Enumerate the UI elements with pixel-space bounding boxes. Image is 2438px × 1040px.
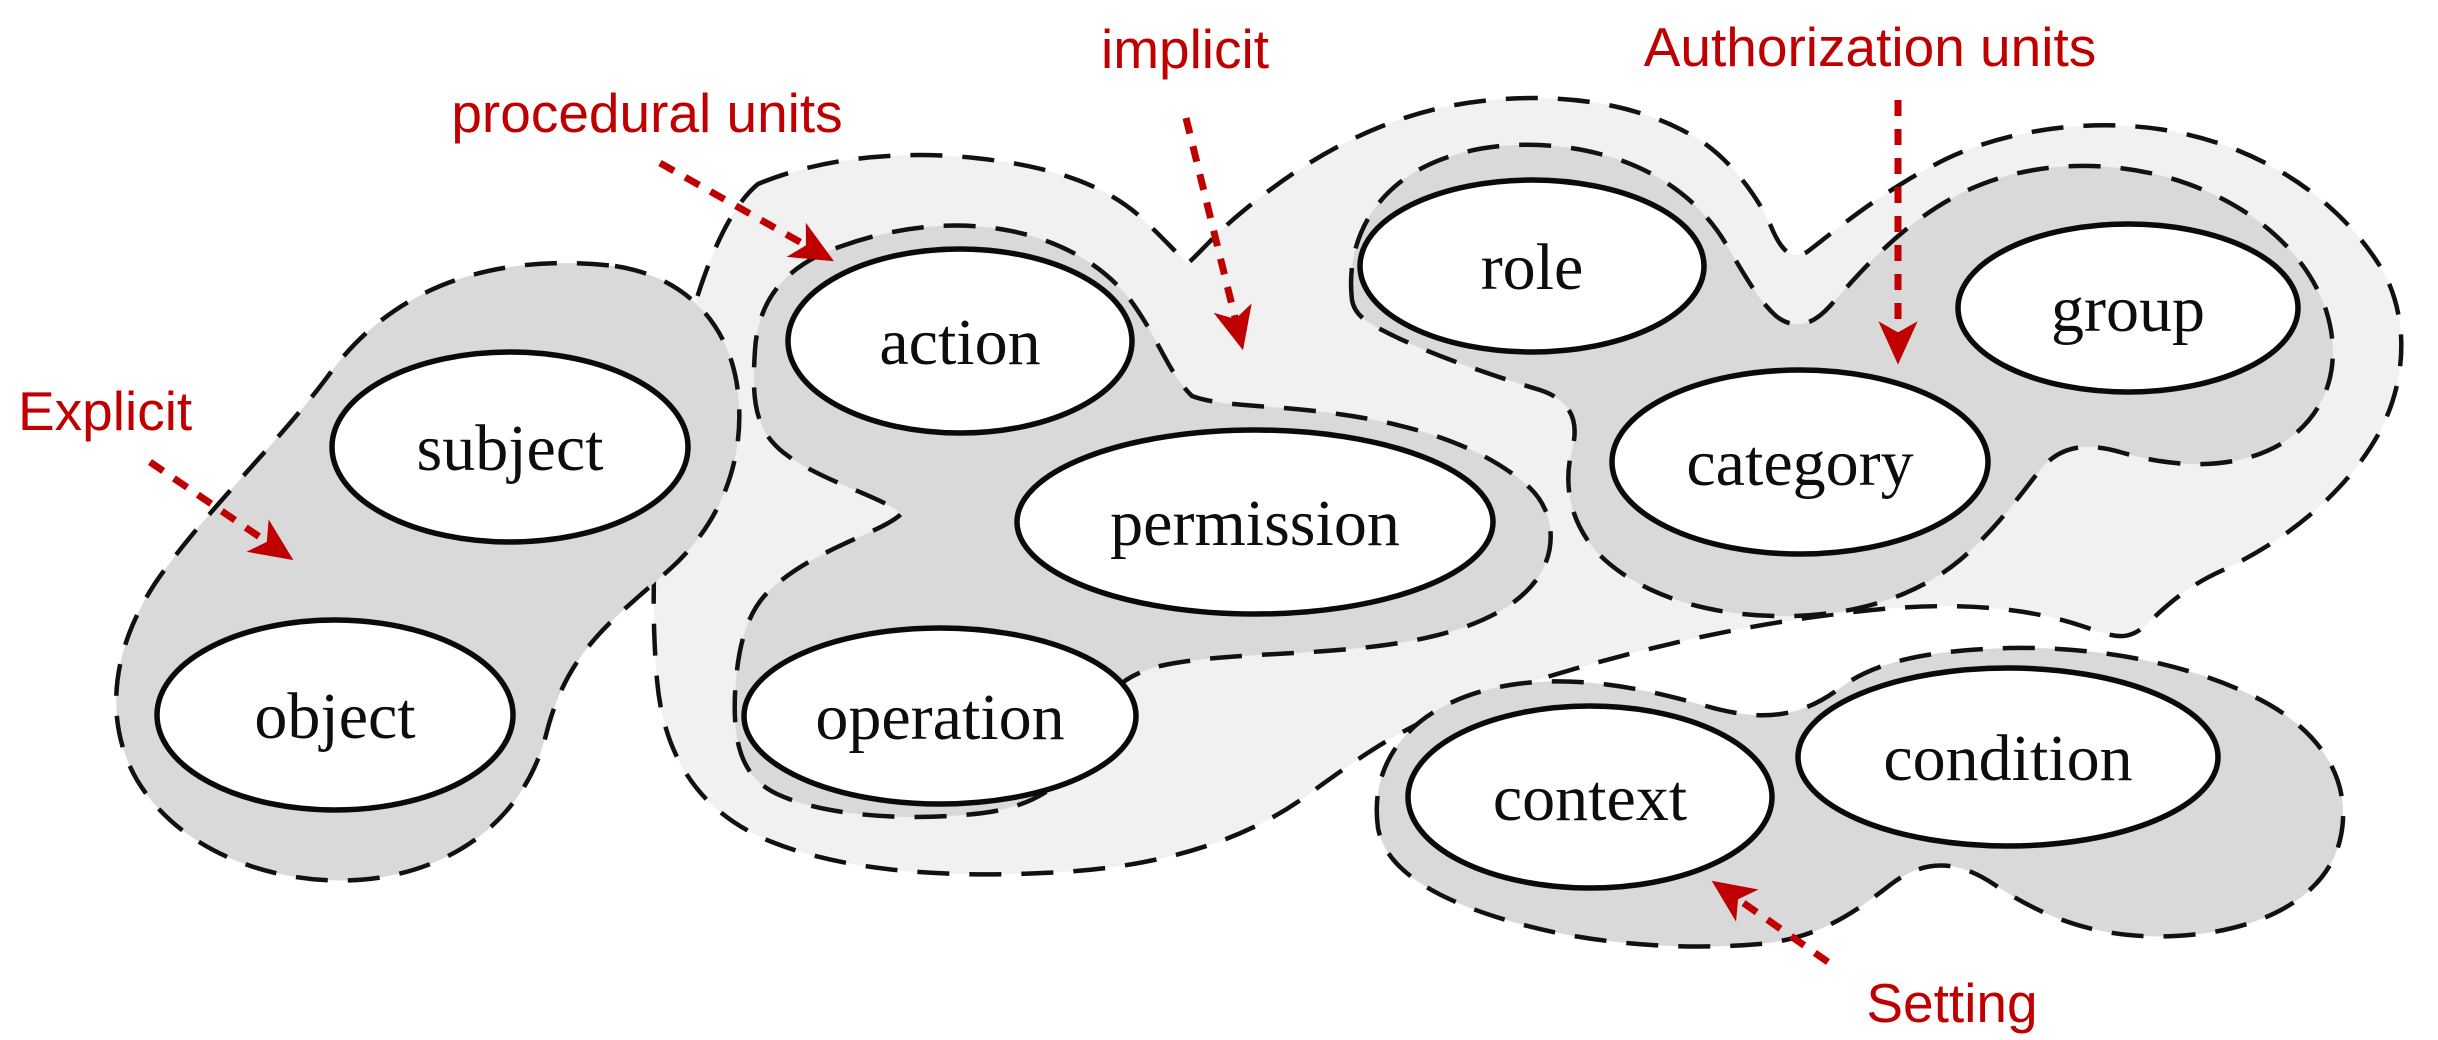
annotation-labels: Explicit procedural units implicit Autho…	[18, 16, 2096, 1034]
node-ellipse-action	[785, 246, 1135, 436]
setting-arrow	[1711, 880, 1831, 965]
node-label-group: group	[2051, 273, 2205, 346]
node-label-object: object	[254, 680, 415, 753]
node-label-category: category	[1686, 427, 1913, 500]
node-ellipse-group	[1955, 221, 2301, 395]
node-ellipse-category	[1609, 367, 1991, 557]
annotation-procedural-units: procedural units	[451, 82, 842, 144]
node-ellipse-role	[1357, 177, 1707, 355]
annotation-explicit: Explicit	[18, 380, 192, 442]
annotation-arrows	[148, 100, 1918, 965]
node-label-subject: subject	[417, 412, 604, 485]
node-label-context: context	[1493, 762, 1687, 835]
node-label-action: action	[879, 306, 1040, 379]
concept-nodes: subject object action permission operati…	[154, 177, 2301, 891]
node-ellipse-operation	[741, 625, 1139, 807]
node-ellipse-permission	[1014, 427, 1496, 617]
procedural-arrow	[658, 159, 834, 262]
node-ellipse-condition	[1795, 665, 2221, 849]
node-ellipse-context	[1405, 703, 1775, 891]
annotation-setting: Setting	[1866, 972, 2037, 1034]
annotation-implicit: implicit	[1101, 18, 1269, 80]
node-ellipse-object	[154, 617, 516, 813]
implicit-arrow	[1182, 117, 1252, 351]
node-label-operation: operation	[815, 681, 1064, 754]
node-label-permission: permission	[1110, 487, 1400, 560]
annotation-authorization-units: Authorization units	[1644, 16, 2097, 78]
node-label-condition: condition	[1883, 722, 2132, 795]
node-ellipse-subject	[329, 349, 691, 545]
node-label-role: role	[1481, 231, 1584, 304]
